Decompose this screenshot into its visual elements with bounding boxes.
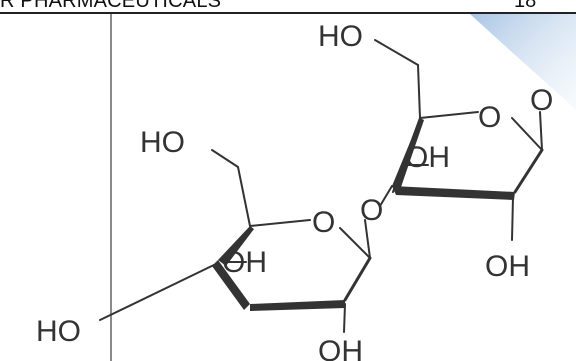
label-oh-left-mid: OH xyxy=(222,246,267,279)
label-o-corner: O xyxy=(530,84,553,117)
label-oh-right-mid: OH xyxy=(405,141,450,174)
label-glycosidic-o: O xyxy=(360,194,383,227)
label-ho-left: HO xyxy=(140,126,185,159)
header-title: R PHARMACEUTICALS xyxy=(0,0,222,12)
label-oh-right-low: OH xyxy=(485,250,530,283)
header-rule xyxy=(0,12,576,14)
header-page-number: 18 xyxy=(514,0,537,12)
label-oh-bottom: OH xyxy=(318,335,363,361)
label-ring-o-left: O xyxy=(312,206,335,239)
page-header: R PHARMACEUTICALS 18 xyxy=(0,0,576,14)
label-ring-o-right: O xyxy=(478,101,501,134)
margin-line xyxy=(110,14,112,361)
label-ho-bottom-left: HO xyxy=(36,315,81,348)
right-ring xyxy=(374,39,544,241)
label-ho-top: HO xyxy=(318,20,363,53)
decorative-swoosh xyxy=(470,14,576,110)
left-ring xyxy=(99,149,372,333)
